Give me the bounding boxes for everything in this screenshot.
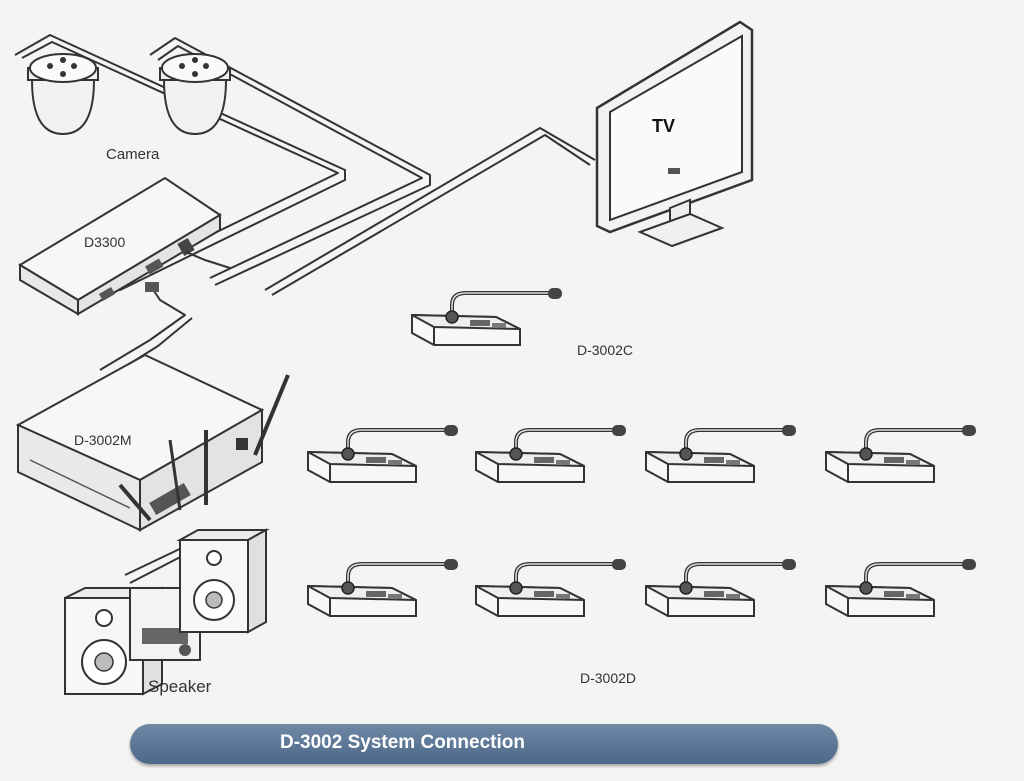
d3002m-label: D-3002M bbox=[74, 432, 132, 448]
d3002d-label: D-3002D bbox=[580, 670, 637, 686]
delegate-unit bbox=[824, 423, 978, 484]
camera-label: Camera bbox=[106, 146, 160, 163]
delegate-unit bbox=[306, 423, 460, 484]
d3300-unit bbox=[18, 176, 231, 316]
camera-left bbox=[27, 53, 99, 135]
camera-right bbox=[159, 53, 231, 135]
diagram-title: D-3002 System Connection bbox=[280, 732, 525, 753]
speaker-set bbox=[64, 528, 270, 696]
title-banner: D-3002 System Connection bbox=[130, 724, 838, 764]
tv-unit bbox=[595, 20, 754, 248]
d3002m-unit bbox=[15, 353, 290, 532]
delegate-unit bbox=[474, 557, 628, 618]
chairman-unit-d3002c bbox=[410, 286, 564, 347]
speaker-label: Speaker bbox=[148, 677, 212, 696]
delegate-unit bbox=[644, 423, 798, 484]
tv-label: TV bbox=[652, 116, 676, 136]
delegate-unit bbox=[306, 557, 460, 618]
delegate-unit bbox=[644, 557, 798, 618]
delegate-unit bbox=[824, 557, 978, 618]
d3002c-label: D-3002C bbox=[577, 342, 634, 358]
d3300-label: D3300 bbox=[84, 234, 126, 250]
delegate-unit bbox=[474, 423, 628, 484]
